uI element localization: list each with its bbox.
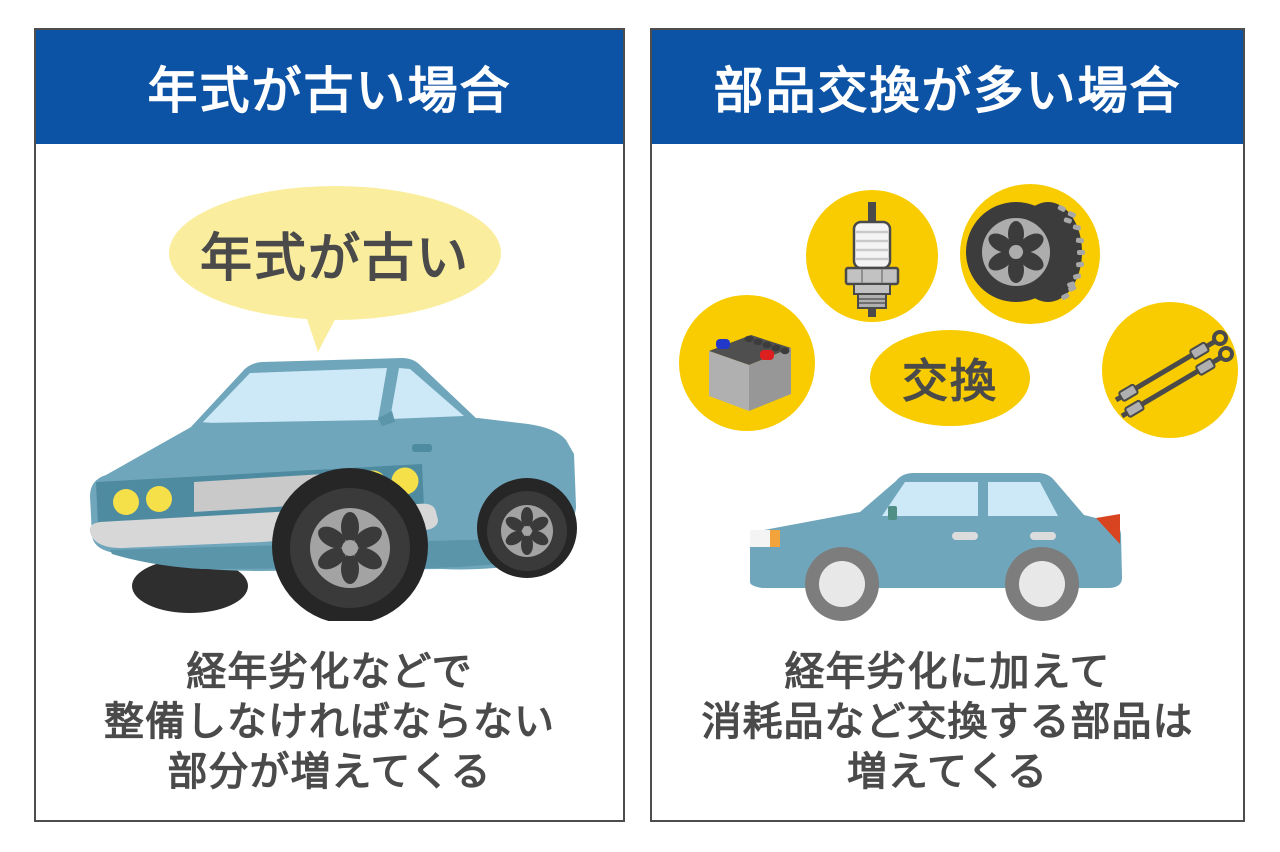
panel-old-model-year: 年式が古い場合 年式が古い [34,28,625,822]
battery-positive-terminal [760,350,774,360]
battery-negative-terminal [716,339,730,349]
spark-plug-icon [806,190,938,322]
speech-bubble-tail [304,310,340,352]
classic-car-side-window [390,368,464,419]
sedan-taillight [1096,514,1120,544]
sedan-front-wheel [805,547,879,621]
panel-header-right: 部品交換が多い場合 [652,30,1243,144]
caption-left-line1: 経年劣化などで [186,650,473,694]
battery-icon [679,295,815,431]
sedan-rear-door-handle [1030,532,1056,540]
sedan-headlight [750,530,770,547]
sedan-rear-window [988,482,1058,516]
classic-car-front-wheel [272,468,428,621]
panel-many-parts-replaced: 部品交換が多い場合 [650,28,1245,822]
sedan-turn-signal [770,530,780,547]
brake-hoses-icon [1102,302,1238,438]
sedan-front-door-handle [952,532,978,540]
classic-car-rear-wheel [477,478,577,578]
caption-right: 経年劣化に加えて 消耗品など交換する部品は 増えてくる [652,647,1243,797]
panel-body-left: 年式が古い [36,144,623,820]
classic-car-windshield [202,368,387,423]
classic-car-illustration [89,358,577,621]
caption-left-line3: 部分が増えてくる [167,750,492,794]
caption-right-line1: 経年劣化に加えて [784,650,1111,694]
caption-right-line3: 増えてくる [847,750,1048,794]
classic-car-front-shadow [132,559,248,613]
caption-left: 経年劣化などで 整備しなければならない 部分が増えてくる [36,647,623,797]
sedan-rear-wheel [1005,547,1079,621]
caption-right-line2: 消耗品など交換する部品は [701,700,1194,744]
sedan-mirror [888,506,897,520]
panel-body-right: 交換 [652,144,1243,820]
classic-car-mirror [378,411,395,426]
sedan-car-illustration [750,473,1122,621]
speech-bubble: 年式が古い [169,186,501,320]
classic-car-door-handle [412,444,432,452]
sedan-front-window [882,482,978,516]
replacement-badge-label: 交換 [902,355,998,407]
panel-title-right: 部品交換が多い場合 [713,63,1182,119]
panel-header-left: 年式が古い場合 [36,30,623,144]
panel-title-left: 年式が古い場合 [147,63,512,119]
replacement-badge: 交換 [870,330,1030,426]
speech-bubble-label: 年式が古い [199,229,470,288]
caption-left-line2: 整備しなければならない [104,700,555,744]
tire-icon [960,184,1100,324]
